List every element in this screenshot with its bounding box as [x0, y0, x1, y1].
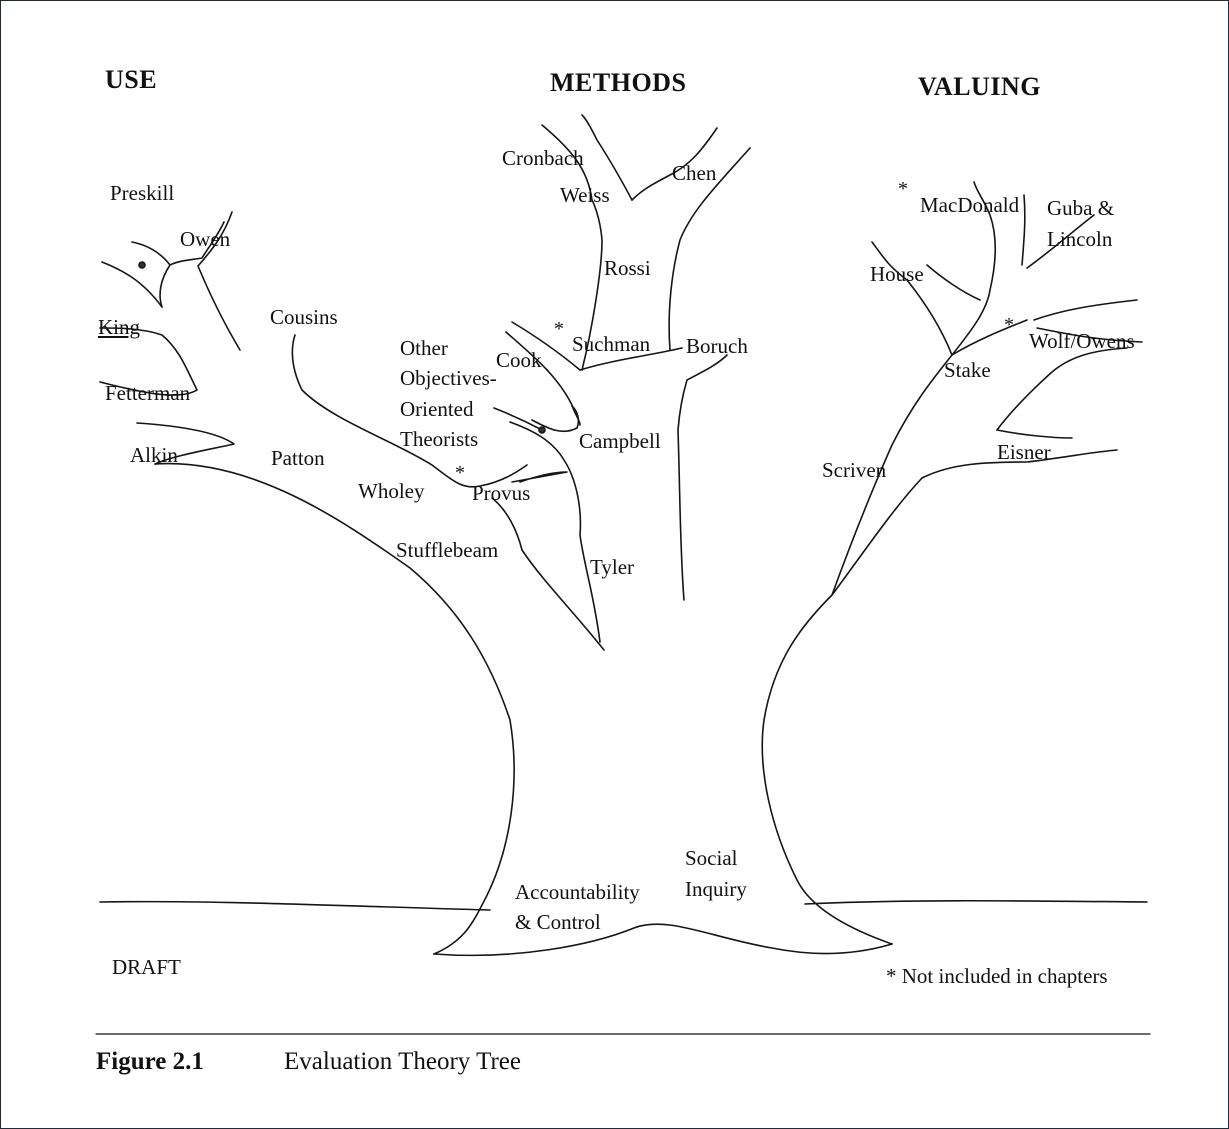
label-macdonald: MacDonald — [920, 193, 1020, 217]
ground-line-right — [804, 899, 1148, 905]
branch-house — [831, 241, 953, 596]
branch-boruch — [677, 354, 728, 601]
label-provus: Provus — [472, 481, 531, 505]
branch-chen — [668, 147, 751, 351]
label-other-line2: Objectives- — [400, 366, 497, 390]
label-cronbach: Cronbach — [502, 146, 584, 170]
branch-suchman-boruch — [579, 347, 683, 371]
star-provus: * — [455, 462, 465, 484]
label-patton: Patton — [271, 446, 325, 470]
branch-alkin — [136, 422, 235, 465]
label-cousins: Cousins — [270, 305, 338, 329]
label-accountability-line2: & Control — [515, 910, 601, 934]
label-wholey: Wholey — [358, 479, 425, 503]
label-accountability-line1: Accountability — [515, 880, 640, 904]
branch-eisner-low — [996, 429, 1073, 439]
label-boruch: Boruch — [686, 334, 748, 358]
branch-other-objectives — [493, 407, 543, 431]
trunk-base — [433, 923, 893, 957]
figure-title: Evaluation Theory Tree — [284, 1048, 521, 1075]
heading-methods: METHODS — [550, 68, 687, 97]
label-eisner: Eisner — [997, 440, 1051, 464]
label-owen: Owen — [180, 227, 231, 251]
label-social-line2: Inquiry — [685, 877, 747, 901]
trunk-left-outline — [154, 462, 515, 955]
label-king: King — [98, 315, 140, 339]
branch-tyler-left — [509, 421, 601, 643]
ground-line-left — [99, 900, 491, 911]
branch-preskill — [159, 221, 225, 308]
branch-provus — [511, 471, 568, 483]
footnote: * Not included in chapters — [886, 964, 1108, 988]
branch-node-other — [538, 426, 546, 434]
label-social-line1: Social — [685, 846, 738, 870]
label-weiss: Weiss — [560, 183, 610, 207]
figure-sheet: USE METHODS VALUING Preskill Owen King F… — [12, 10, 1217, 1120]
branch-wolf-lower — [1036, 327, 1143, 343]
branch-cousins — [291, 334, 528, 488]
branch-weiss-right — [631, 127, 718, 201]
branch-guba — [1021, 194, 1095, 269]
star-suchman: * — [554, 318, 564, 340]
label-alkin: Alkin — [130, 443, 178, 467]
label-guba-line2: Lincoln — [1047, 227, 1113, 251]
label-stufflebeam: Stufflebeam — [396, 538, 499, 562]
heading-use: USE — [105, 65, 158, 94]
label-fetterman: Fetterman — [105, 381, 191, 405]
branch-eisner — [996, 347, 1128, 431]
label-other-line4: Theorists — [400, 427, 479, 451]
label-wolf-owens: Wolf/Owens — [1029, 329, 1135, 353]
label-campbell: Campbell — [579, 429, 661, 453]
branch-weiss — [581, 114, 633, 201]
star-macdonald: * — [898, 178, 908, 200]
label-other-line3: Oriented — [400, 397, 474, 421]
heading-valuing: VALUING — [918, 72, 1041, 101]
label-chen: Chen — [672, 161, 717, 185]
branch-king-upper — [101, 261, 163, 308]
label-scriven: Scriven — [822, 458, 887, 482]
label-rossi: Rossi — [604, 256, 651, 280]
label-cook: Cook — [496, 348, 542, 372]
label-tyler: Tyler — [590, 555, 635, 579]
label-preskill: Preskill — [110, 181, 175, 205]
trunk-right-outline — [761, 449, 1118, 945]
branch-preskill-tip — [131, 241, 171, 266]
label-other-line1: Other — [400, 336, 448, 360]
branch-wolf — [1033, 299, 1138, 321]
branch-owen — [197, 211, 241, 351]
label-suchman: Suchman — [572, 332, 651, 356]
branch-cook-top — [511, 321, 581, 371]
branch-stake-right — [951, 319, 1028, 356]
figure-number: Figure 2.1 — [96, 1048, 204, 1075]
branch-cook — [505, 331, 581, 426]
evaluation-tree-drawing — [95, 114, 1151, 1035]
branch-stake — [951, 181, 996, 356]
branch-stufflebeam — [491, 497, 605, 651]
branch-suchman — [541, 124, 603, 371]
label-guba-line1: Guba & — [1047, 196, 1115, 220]
branch-campbell — [531, 405, 580, 433]
branch-node-preskill — [138, 261, 146, 269]
branch-macdonald — [926, 264, 981, 301]
label-stake: Stake — [944, 358, 991, 382]
star-wolf-owens: * — [1004, 314, 1014, 336]
label-house: House — [870, 262, 924, 286]
branch-fetterman-king — [99, 327, 198, 396]
draft-label: DRAFT — [112, 955, 181, 979]
